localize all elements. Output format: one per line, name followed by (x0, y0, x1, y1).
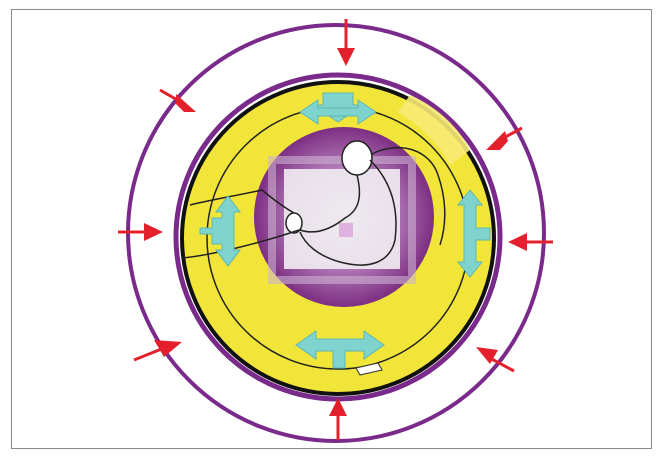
red-arrow-top-left (160, 90, 196, 112)
nucleus-marker (339, 223, 353, 237)
red-arrow-left (118, 223, 163, 241)
red-arrow-bottom-left (134, 340, 182, 360)
red-arrow-bottom (329, 398, 347, 440)
red-arrow-top-right (486, 128, 522, 150)
white-blob-left (286, 213, 302, 233)
red-arrow-right (508, 233, 553, 251)
white-blob-top (342, 141, 372, 175)
